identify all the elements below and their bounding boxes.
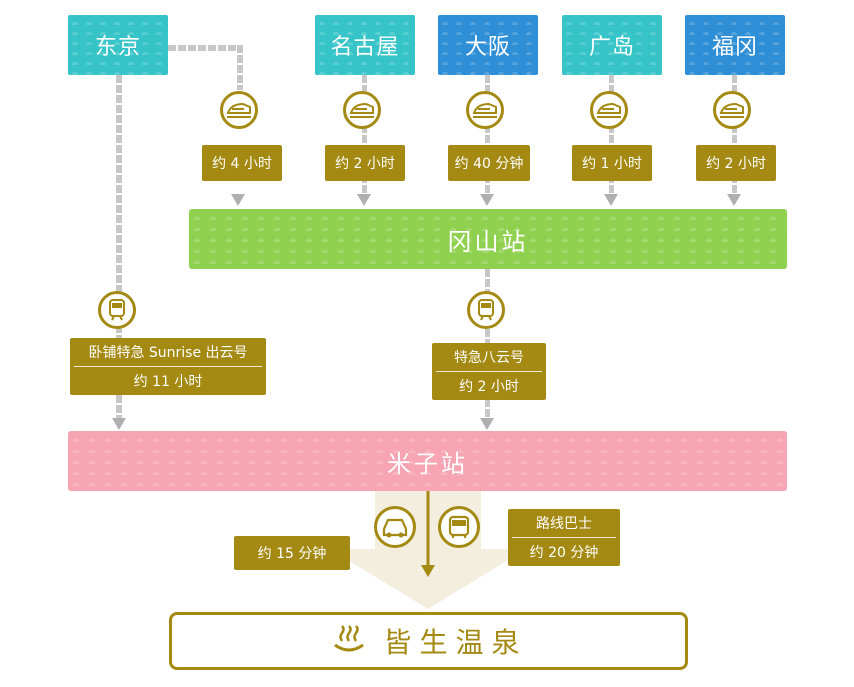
- duration-badge: 约 40 分钟: [448, 145, 530, 181]
- city-osaka: 大阪: [438, 15, 538, 75]
- sleeper-time: 约 11 小时: [133, 374, 203, 390]
- osaka-line: [485, 75, 490, 200]
- destination-label: 皆生温泉: [383, 626, 528, 659]
- funnel-arrow: [330, 491, 526, 609]
- express-name: 特急八云号: [454, 350, 524, 366]
- city-osaka-label: 大阪: [464, 35, 511, 60]
- station-okayama-label: 冈山站: [447, 227, 529, 256]
- express-badge: 特急八云号 约 2 小时: [432, 343, 546, 400]
- city-nagoya: 名古屋: [315, 15, 415, 75]
- city-tokyo: 东京: [68, 15, 168, 75]
- arrow-icon-f: [112, 418, 126, 430]
- car-time: 约 15 分钟: [257, 546, 327, 562]
- bus-time: 约 20 分钟: [529, 545, 599, 561]
- arrow-icon-c: [480, 194, 494, 206]
- duration-badge: 约 1 小时: [572, 145, 652, 181]
- duration-badge: 约 2 小时: [325, 145, 405, 181]
- duration-label: 约 40 分钟: [454, 156, 524, 172]
- duration-label: 约 1 小时: [582, 156, 642, 172]
- car-icon: [374, 506, 416, 548]
- sleeper-badge: 卧铺特急 Sunrise 出云号 约 11 小时: [70, 338, 266, 395]
- car-badge: 约 15 分钟: [234, 536, 350, 570]
- shinkansen-icon: [713, 91, 751, 129]
- tokyo-line: [116, 75, 122, 420]
- city-tokyo-label: 东京: [94, 35, 141, 60]
- bus-badge: 路线巴士 约 20 分钟: [508, 509, 620, 566]
- duration-badge: 约 2 小时: [696, 145, 776, 181]
- bus-name: 路线巴士: [536, 516, 592, 532]
- duration-label: 约 2 小时: [706, 156, 766, 172]
- city-nagoya-label: 名古屋: [330, 35, 400, 60]
- station-yonago: 米子站: [68, 431, 787, 491]
- arrow-icon-d: [604, 194, 618, 206]
- divider: [74, 366, 262, 367]
- city-fukuoka-label: 福冈: [711, 35, 758, 60]
- tokyo-branch-line: [237, 45, 243, 90]
- shinkansen-icon: [590, 91, 628, 129]
- express-time: 约 2 小时: [459, 379, 519, 395]
- arrow-icon-b: [357, 194, 371, 206]
- shinkansen-icon: [343, 91, 381, 129]
- fukuoka-line: [732, 75, 737, 200]
- arrow-icon-e: [727, 194, 741, 206]
- duration-badge: 约 4 小时: [202, 145, 282, 181]
- station-okayama: 冈山站: [189, 209, 787, 269]
- tokyo-nagoya-line: [168, 45, 240, 51]
- duration-label: 约 2 小时: [335, 156, 395, 172]
- hiroshima-line: [609, 75, 614, 200]
- arrow-icon-a: [231, 194, 245, 206]
- arrow-icon-g: [480, 418, 494, 430]
- shinkansen-icon: [220, 91, 258, 129]
- train-icon: [467, 291, 505, 329]
- train-icon: [98, 291, 136, 329]
- city-hiroshima: 广岛: [562, 15, 662, 75]
- bus-icon: [438, 506, 480, 548]
- station-yonago-label: 米子站: [387, 449, 468, 478]
- divider: [436, 371, 542, 372]
- nagoya-line: [362, 75, 367, 200]
- destination-box: 皆生温泉: [169, 612, 688, 670]
- onsen-icon: [334, 625, 365, 652]
- divider: [512, 537, 616, 538]
- shinkansen-icon: [466, 91, 504, 129]
- city-fukuoka: 福冈: [685, 15, 785, 75]
- city-hiroshima-label: 广岛: [588, 35, 635, 60]
- sleeper-name: 卧铺特急 Sunrise 出云号: [88, 345, 248, 361]
- duration-label: 约 4 小时: [212, 156, 272, 172]
